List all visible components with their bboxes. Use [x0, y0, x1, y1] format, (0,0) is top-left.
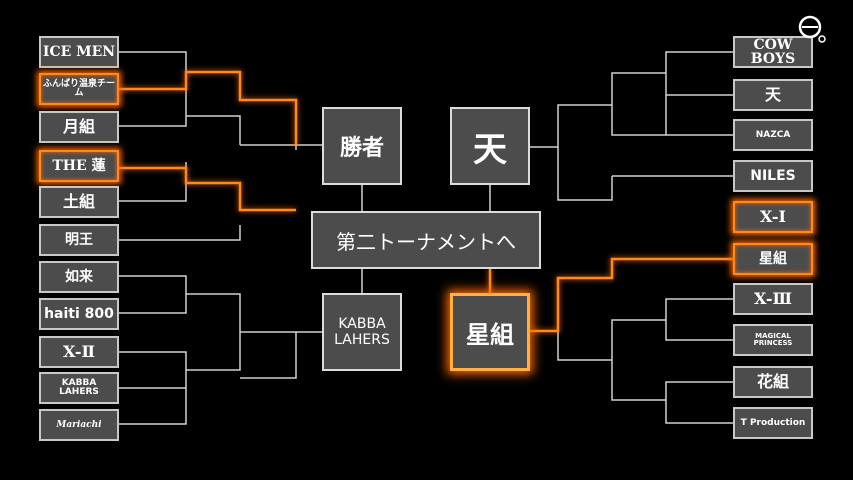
team-myouou[interactable]: 明王: [39, 224, 119, 256]
team-label: MAGICAL PRINCESS: [753, 332, 793, 347]
team-nyorai[interactable]: 如来: [39, 261, 119, 293]
team-label: T Production: [740, 417, 806, 428]
second-tournament-banner: 第二トーナメントへ: [311, 211, 541, 269]
hoshigumi-finalist-label: 星組: [466, 320, 514, 349]
hoshigumi-finalist-box: 星組: [450, 293, 530, 371]
team-hoshigumi[interactable]: 星組: [733, 243, 813, 275]
team-label: Mariachi: [56, 419, 102, 430]
team-label: ふんばり温泉チーム: [42, 79, 115, 98]
team-label: THE 蓮: [52, 158, 106, 174]
team-label: haiti 800: [44, 306, 114, 322]
team-the-ren[interactable]: THE 蓮: [39, 150, 119, 182]
team-nazca[interactable]: NAZCA: [733, 119, 813, 151]
team-label: ICE MEN: [42, 44, 116, 60]
team-x-2[interactable]: X-Ⅱ: [39, 336, 119, 368]
ten-finalist-label: 天: [473, 129, 507, 170]
team-label: X-Ⅲ: [754, 289, 792, 308]
team-label: COW BOYS: [750, 37, 796, 67]
team-hanagumi[interactable]: 花組: [733, 366, 813, 398]
team-niles[interactable]: NILES: [733, 160, 813, 192]
ten-finalist-box: 天: [450, 107, 530, 185]
team-t-production[interactable]: T Production: [733, 407, 813, 439]
team-x-3[interactable]: X-Ⅲ: [733, 283, 813, 315]
team-label: 月組: [62, 117, 95, 136]
banner-label: 第二トーナメントへ: [336, 229, 516, 254]
team-label: 星組: [759, 251, 787, 267]
team-label: NAZCA: [755, 129, 791, 140]
team-magical-princess[interactable]: MAGICAL PRINCESS: [733, 324, 813, 356]
team-haiti-800[interactable]: haiti 800: [39, 298, 119, 330]
winner-box: 勝者: [322, 107, 402, 185]
team-label: 花組: [756, 372, 789, 391]
team-tsuchigumi[interactable]: 土組: [39, 186, 119, 218]
team-label: NILES: [750, 168, 796, 184]
winner-label: 勝者: [339, 136, 384, 161]
team-cowboys[interactable]: COW BOYS: [733, 36, 813, 68]
team-label: 土組: [62, 192, 95, 211]
team-label: 天: [764, 85, 781, 104]
team-kabba-lahers[interactable]: KABBA LAHERS: [39, 372, 119, 404]
team-label: 明王: [65, 232, 93, 248]
kabba-lahers-finalist-box: KABBA LAHERS: [322, 293, 402, 371]
team-ten[interactable]: 天: [733, 79, 813, 111]
channel-logo-icon: [798, 15, 826, 43]
team-label: 如来: [65, 269, 93, 285]
team-mariachi[interactable]: Mariachi: [39, 409, 119, 441]
team-label: X-Ⅱ: [63, 342, 95, 361]
team-funbari-onsen[interactable]: ふんばり温泉チーム: [39, 73, 119, 105]
team-label: X-Ⅰ: [760, 207, 786, 226]
team-ice-men[interactable]: ICE MEN: [39, 36, 119, 68]
team-tsukigumi[interactable]: 月組: [39, 111, 119, 143]
team-label: KABBA LAHERS: [59, 378, 99, 397]
kabba-lahers-finalist-label: KABBA LAHERS: [334, 316, 390, 348]
team-x-1[interactable]: X-Ⅰ: [733, 201, 813, 233]
